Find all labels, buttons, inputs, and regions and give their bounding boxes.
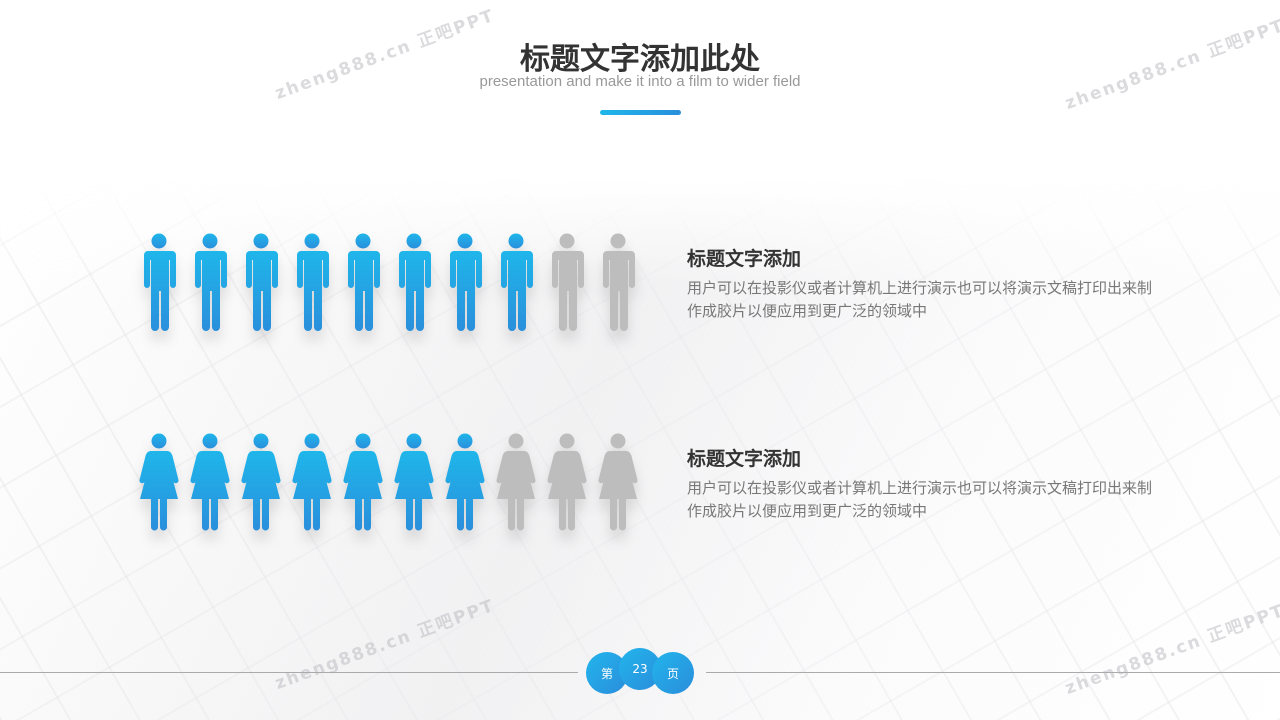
male-person-icon-highlighted <box>501 233 533 331</box>
male-person-icon-inactive <box>603 233 635 331</box>
male-person-icon-highlighted <box>246 233 278 331</box>
female-person-icon-highlighted <box>241 433 281 531</box>
male-icon-row <box>138 233 639 331</box>
female-person-icon-highlighted <box>190 433 230 531</box>
page-suffix: 页 <box>652 652 694 694</box>
female-person-icon-inactive <box>598 433 638 531</box>
female-person-icon-highlighted <box>292 433 332 531</box>
male-person-icon-highlighted <box>297 233 329 331</box>
footer-line-right <box>706 672 1280 673</box>
footer-line-left <box>0 672 578 673</box>
block-heading: 标题文字添加 <box>687 248 802 270</box>
block-heading: 标题文字添加 <box>687 448 802 470</box>
female-icon-row <box>138 433 639 531</box>
female-person-icon-highlighted <box>445 433 485 531</box>
female-person-icon-highlighted <box>343 433 383 531</box>
block-body: 用户可以在投影仪或者计算机上进行演示也可以将演示文稿打印出来制作成胶片以便应用到… <box>687 479 1153 520</box>
female-person-icon-inactive <box>547 433 587 531</box>
male-person-icon-highlighted <box>348 233 380 331</box>
male-person-icon-inactive <box>552 233 584 331</box>
female-person-icon-inactive <box>496 433 536 531</box>
text-block-1: 标题文字添加 用户可以在投影仪或者计算机上进行演示也可以将演示文稿打印出来制作成… <box>687 244 1157 323</box>
block-body: 用户可以在投影仪或者计算机上进行演示也可以将演示文稿打印出来制作成胶片以便应用到… <box>687 279 1153 320</box>
male-person-icon-highlighted <box>195 233 227 331</box>
male-person-icon-highlighted <box>399 233 431 331</box>
page-subtitle: presentation and make it into a film to … <box>479 73 801 90</box>
female-person-icon-highlighted <box>139 433 179 531</box>
title-underline <box>600 110 681 115</box>
male-person-icon-highlighted <box>450 233 482 331</box>
male-person-icon-highlighted <box>144 233 176 331</box>
female-person-icon-highlighted <box>394 433 434 531</box>
page-title: 标题文字添加此处 <box>520 42 760 77</box>
text-block-2: 标题文字添加 用户可以在投影仪或者计算机上进行演示也可以将演示文稿打印出来制作成… <box>687 444 1157 523</box>
